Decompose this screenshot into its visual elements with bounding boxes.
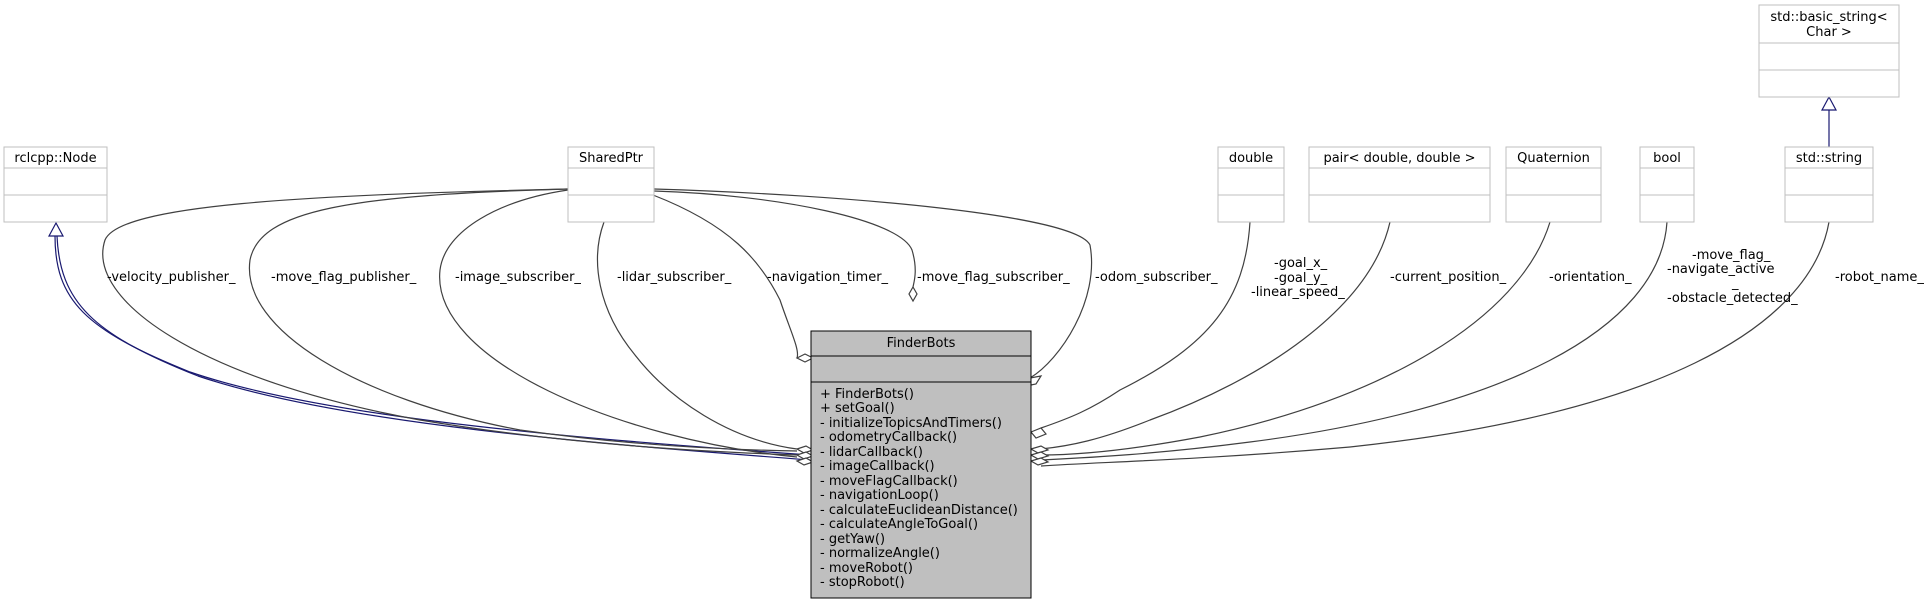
class-title-line1: std::basic_string< [1770,10,1887,25]
label-double-2: -linear_speed_ [1251,285,1345,300]
class-box [3,146,108,223]
edge-move-flag-publisher [248,188,798,452]
label-move-flag-subscriber: -move_flag_subscriber_ [917,270,1070,285]
label-odom-subscriber: -odom_subscriber_ [1095,270,1218,285]
class-box [810,330,1032,599]
class-basic-string[interactable]: std::basic_string< Char > [1758,4,1900,98]
class-title: FinderBots [887,336,956,351]
class-shared-ptr[interactable]: SharedPtr [567,146,655,223]
diamond-right-3 [1029,457,1050,466]
diamond-right-2 [1029,451,1050,460]
method-item: - normalizeAngle() [820,546,940,561]
label-lidar-subscriber: -lidar_subscriber_ [617,270,732,285]
edge-lidar-subscriber [596,221,798,450]
class-std-string[interactable]: std::string [1784,146,1874,223]
method-item: - stopRobot() [820,575,905,590]
label-bool-3: -obstacle_detected_ [1667,291,1798,306]
method-item: - getYaw() [820,532,885,547]
edge-odom-subscriber [653,188,1093,379]
inheritance-edge-rclcpp-node [54,235,811,456]
inheritance-arrow-std-string [1820,95,1838,111]
label-bool-1: -navigate_active [1667,262,1775,277]
method-item: + setGoal() [820,401,895,416]
label-move-flag-publisher: -move_flag_publisher_ [271,270,417,285]
method-item: - lidarCallback() [820,445,923,460]
class-finderbots[interactable]: FinderBots + FinderBots() + setGoal() - … [810,330,1032,599]
method-item: - odometryCallback() [820,430,957,445]
edge-navigation-timer [652,194,799,359]
method-item: - calculateEuclideanDistance() [820,503,1018,518]
class-title: SharedPtr [579,151,644,166]
method-item: - initializeTopicsAndTimers() [820,416,1002,431]
class-box [567,146,655,223]
label-bool-0: -move_flag_ [1692,248,1771,263]
diamond-right-1 [1029,445,1050,454]
label-robot-name: -robot_name_ [1835,270,1924,285]
label-current-position: -current_position_ [1390,270,1507,285]
edge-image-subscriber [439,189,798,458]
edge-robot-name [1040,221,1830,467]
class-title: Quaternion [1517,151,1590,166]
label-double-1: -goal_y_ [1274,271,1328,286]
edge-bool [1040,221,1668,461]
label-bool-2: _ [1731,276,1739,291]
class-bool[interactable]: bool [1639,146,1695,223]
class-box [1505,146,1602,223]
class-box [1217,146,1285,223]
class-quaternion[interactable]: Quaternion [1505,146,1602,223]
class-rclcpp-node[interactable]: rclcpp::Node [3,146,108,223]
method-list: + FinderBots() + setGoal() - initializeT… [820,387,1018,590]
method-item: - moveFlagCallback() [820,474,958,489]
class-title: rclcpp::Node [14,151,96,166]
class-box [1784,146,1874,223]
class-title: std::string [1796,151,1862,166]
method-item: - moveRobot() [820,561,913,576]
class-box [1308,146,1491,223]
edge-current-position [1040,221,1391,450]
class-box [1758,4,1900,98]
edges [47,95,1838,467]
diamond-double [1030,427,1047,439]
diamond-move-flag-subscriber [908,285,918,303]
method-item: - calculateAngleToGoal() [820,517,978,532]
method-item: + FinderBots() [820,387,914,402]
label-navigation-timer: -navigation_timer_ [767,270,889,285]
edge-labels: -velocity_publisher_ -move_flag_publishe… [107,248,1924,306]
label-double-0: -goal_x_ [1274,256,1328,271]
aggregation-diamonds [795,285,1050,466]
class-title-line2: Char > [1806,25,1852,40]
class-box [1639,146,1695,223]
edge-move-flag-subscriber [653,190,916,288]
class-pair[interactable]: pair< double, double > [1308,146,1491,223]
inheritance-arrow-rclcpp-node [47,221,65,237]
method-item: - navigationLoop() [820,488,939,503]
edge-velocity-publisher [102,188,798,456]
class-title: bool [1653,151,1681,166]
edge-orientation [1040,221,1551,456]
class-double[interactable]: double [1217,146,1285,223]
edge-double [1040,221,1251,429]
class-title: pair< double, double > [1323,151,1475,166]
label-velocity-publisher: -velocity_publisher_ [107,270,236,285]
label-image-subscriber: -image_subscriber_ [455,270,581,285]
label-orientation: -orientation_ [1549,270,1632,285]
method-item: - imageCallback() [820,459,935,474]
class-title: double [1229,151,1273,166]
